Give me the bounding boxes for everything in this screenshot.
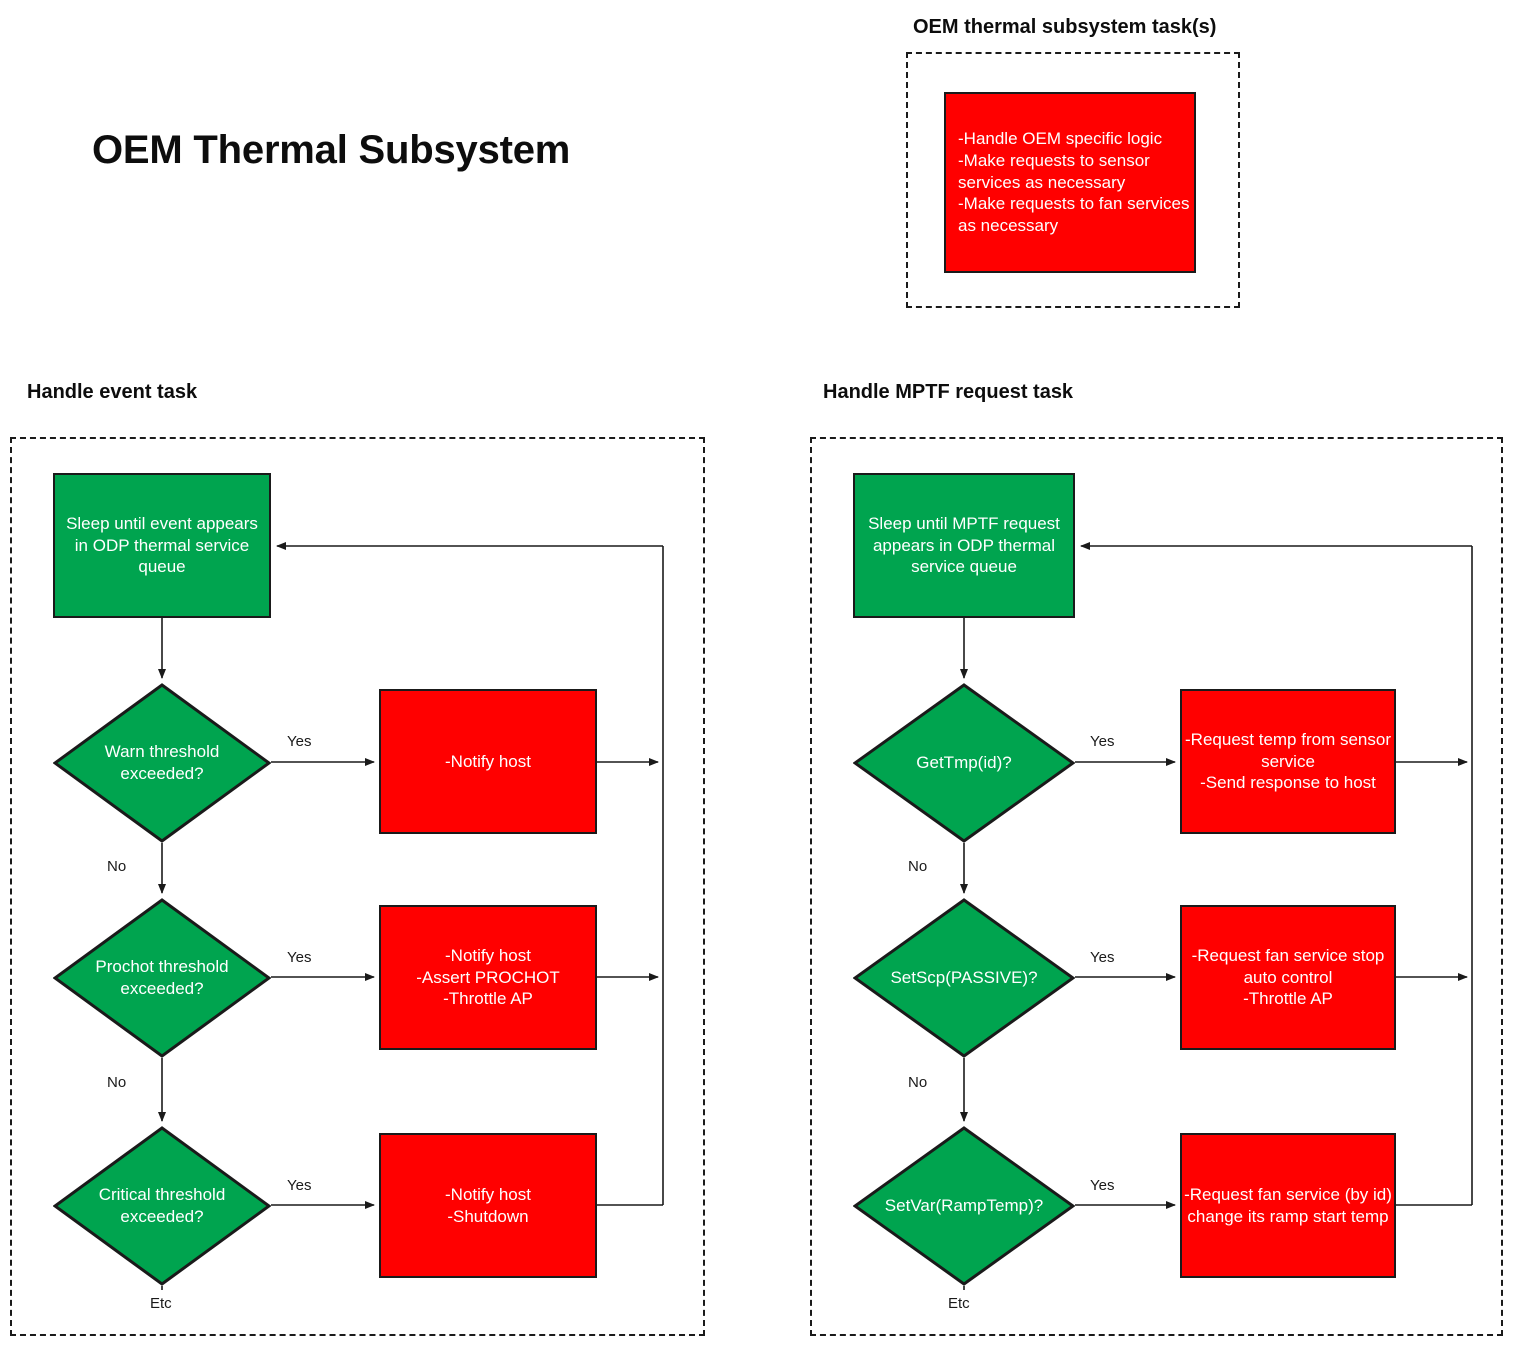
event-etc-label: Etc [150,1295,172,1312]
oem-task-action-text: -Handle OEM specific logic -Make request… [958,129,1190,236]
mptf-decision-setvar: SetVar(RampTemp)? [853,1126,1075,1286]
diamond-shape [853,1126,1075,1286]
event-decision-critical: Critical threshold exceeded? [53,1126,271,1286]
event-decision-warn: Warn threshold exceeded? [53,683,271,843]
event-action-critical-text: -Notify host -Shutdown [445,1184,531,1226]
event-task-container [10,437,705,1336]
mptf-action-gettmp: -Request temp from sensor service -Send … [1180,689,1396,834]
event-edge-yes-1: Yes [287,733,312,750]
mptf-edge-no-1: No [908,858,928,875]
mptf-decision-gettmp: GetTmp(id)? [853,683,1075,843]
mptf-edge-no-2: No [908,1074,928,1091]
oem-task-container [906,52,1240,308]
event-start-label: Sleep until event appears in ODP thermal… [66,513,258,577]
mptf-edge-yes-3: Yes [1090,1177,1115,1194]
mptf-action-setscp-text: -Request fan service stop auto control -… [1191,945,1385,1009]
mptf-start-label: Sleep until MPTF request appears in ODP … [868,513,1060,577]
mptf-action-setvar: -Request fan service (by id) change its … [1180,1133,1396,1278]
event-decision-prochot: Prochot threshold exceeded? [53,898,271,1058]
oem-panel-title: OEM thermal subsystem task(s) [913,16,1217,38]
diamond-shape [853,898,1075,1058]
mptf-edge-yes-2: Yes [1090,949,1115,966]
mptf-task-container [810,437,1503,1336]
oem-task-action-box: -Handle OEM specific logic -Make request… [944,92,1196,273]
diamond-shape [53,1126,271,1286]
event-panel-title: Handle event task [27,381,198,403]
mptf-action-setvar-text: -Request fan service (by id) change its … [1184,1184,1392,1226]
mptf-action-setscp: -Request fan service stop auto control -… [1180,905,1396,1050]
mptf-etc-label: Etc [948,1295,970,1312]
mptf-start-node: Sleep until MPTF request appears in ODP … [853,473,1075,618]
event-start-node: Sleep until event appears in ODP thermal… [53,473,271,618]
diamond-shape [53,683,271,843]
mptf-action-gettmp-text: -Request temp from sensor service -Send … [1185,729,1391,793]
event-action-warn-text: -Notify host [445,751,531,771]
event-action-warn: -Notify host [379,689,597,834]
mptf-panel-title: Handle MPTF request task [823,381,1074,403]
mptf-edge-yes-1: Yes [1090,733,1115,750]
mptf-decision-setscp: SetScp(PASSIVE)? [853,898,1075,1058]
event-action-prochot-text: -Notify host -Assert PROCHOT -Throttle A… [416,945,560,1009]
event-edge-yes-3: Yes [287,1177,312,1194]
event-action-prochot: -Notify host -Assert PROCHOT -Throttle A… [379,905,597,1050]
diamond-shape [53,898,271,1058]
diamond-shape [853,683,1075,843]
event-edge-no-1: No [107,858,127,875]
page-title: OEM Thermal Subsystem [92,128,571,172]
event-edge-yes-2: Yes [287,949,312,966]
event-action-critical: -Notify host -Shutdown [379,1133,597,1278]
event-edge-no-2: No [107,1074,127,1091]
